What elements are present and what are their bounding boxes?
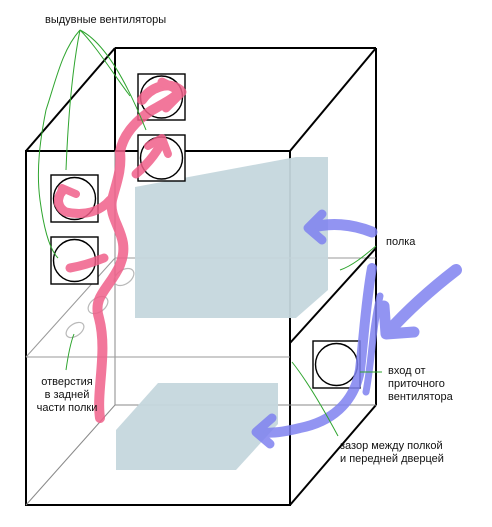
label-holes-line2: в задней [44, 389, 90, 401]
leader-fans [37, 29, 81, 259]
label-holes-line3: части полки [36, 402, 98, 414]
label-intake-line1: вход от [388, 365, 426, 377]
label-intake-line2: приточного [388, 378, 445, 390]
cabinet-frame [25, 47, 377, 506]
label-exhaust-fans: выдувные вентиляторы [45, 14, 167, 26]
leader-gap [291, 361, 339, 437]
label-gap: зазор между полкой и передней дверцей [340, 440, 444, 466]
label-intake-line3: вентилятора [388, 391, 453, 403]
hot-airflow [54, 77, 187, 423]
equipment-lower [116, 383, 278, 470]
cold-air-lower [253, 263, 377, 438]
cold-air-inlet-arrowhead [378, 300, 420, 340]
hot-air-arrowhead-top [157, 77, 187, 113]
shelf-front-edge [289, 247, 377, 344]
cold-air-lower-arrowhead [251, 413, 277, 449]
equipment-upper [135, 157, 328, 318]
label-intake: вход от приточного вентилятора [388, 365, 453, 404]
label-gap-line1: зазор между полкой [340, 440, 443, 452]
leader-holes [65, 333, 75, 371]
label-shelf: полка [386, 236, 416, 248]
cold-air-stroke [362, 292, 384, 396]
hot-air-arrowhead-upper [144, 134, 172, 158]
intake-fan [312, 340, 361, 389]
cold-air-upper [304, 219, 378, 238]
hot-air-path-main [92, 147, 129, 423]
cold-air-upper-arrowhead [303, 209, 327, 245]
cold-air-inlet [382, 264, 462, 338]
hot-air-path-fan2 [65, 253, 109, 273]
label-gap-line2: и передней дверцей [340, 453, 444, 465]
label-holes-line1: отверстия [41, 376, 93, 388]
cold-airflow [251, 209, 462, 449]
label-holes: отверстия в задней части полки [33, 376, 101, 415]
leader-lines [37, 29, 382, 437]
leader-shelf [339, 245, 377, 271]
hot-air-arrowhead-side [54, 184, 80, 208]
